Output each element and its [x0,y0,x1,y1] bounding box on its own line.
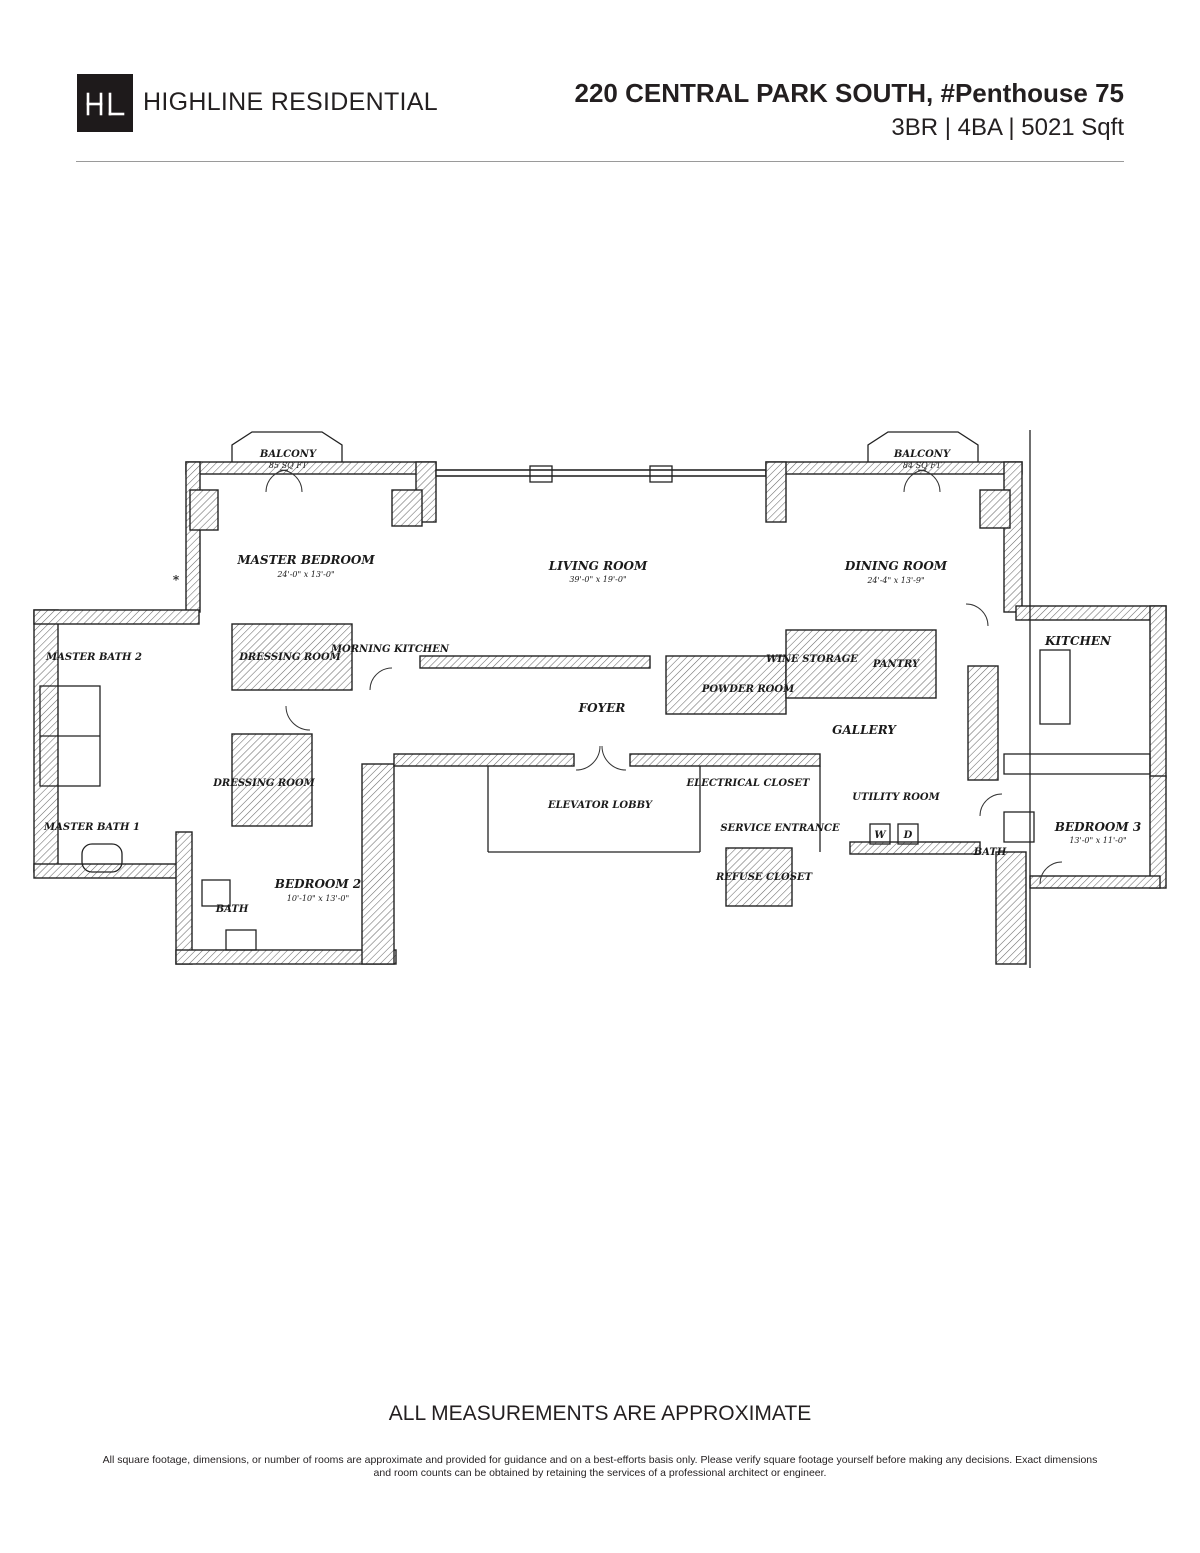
label-balcony-east-area: 84 SQ FT [903,461,942,470]
label-bedroom-2-dim: 10'-10" x 13'-0" [287,894,349,903]
label-dryer: D [903,830,913,841]
label-balcony-west: BALCONY [259,449,317,460]
label-asterisk: * [173,573,180,587]
label-foyer: FOYER [578,701,626,715]
label-elevator-lobby: ELEVATOR LOBBY [547,800,653,811]
exterior-walls [33,461,1167,965]
label-living-room-dim: 39'-0" x 19'-0" [569,575,626,584]
label-morning-kitchen: MORNING KITCHEN [330,644,450,655]
label-washer: W [874,830,887,841]
listing-address: 220 CENTRAL PARK SOUTH, #Penthouse 75 [574,78,1125,108]
label-living-room: LIVING ROOM [548,559,648,573]
door-swings [265,469,1063,885]
room-labels: BALCONY 85 SQ FT BALCONY 84 SQ FT MASTER… [43,449,1141,915]
brand-logo [77,74,133,132]
label-bath-2: BATH [215,904,249,915]
label-balcony-west-area: 85 SQ FT [269,461,308,470]
disclaimer-text: All square footage, dimensions, or numbe… [102,1454,1098,1479]
label-refuse-closet: REFUSE CLOSET [715,872,814,883]
measurements-note: ALL MEASUREMENTS ARE APPROXIMATE [388,1402,812,1425]
label-dressing-room-2: DRESSING ROOM [212,778,315,789]
label-master-bath-1: MASTER BATH 1 [43,822,140,833]
label-bedroom-3-dim: 13'-0" x 11'-0" [1069,836,1126,845]
label-gallery: GALLERY [832,723,897,737]
label-kitchen: KITCHEN [1044,634,1112,648]
label-dining-room: DINING ROOM [844,559,948,573]
label-master-bedroom: MASTER BEDROOM [236,553,375,567]
label-service-entrance: SERVICE ENTRANCE [720,823,840,834]
label-utility-room: UTILITY ROOM [852,792,940,803]
label-master-bath-2: MASTER BATH 2 [45,652,142,663]
label-dressing-room-1: DRESSING ROOM [238,652,341,663]
label-bath-3: BATH [973,847,1007,858]
label-powder-room: POWDER ROOM [701,684,795,695]
hl-logo-icon [86,92,125,116]
label-master-bedroom-dim: 24'-0" x 13'-0" [276,570,334,579]
label-bedroom-2: BEDROOM 2 [274,877,361,891]
label-balcony-east: BALCONY [893,449,951,460]
listing-specs: 3BR | 4BA | 5021 Sqft [891,114,1124,141]
header-divider [76,161,1124,162]
label-wine-storage: WINE STORAGE [766,654,858,665]
label-dining-room-dim: 24'-4" x 13'-9" [866,576,924,585]
label-bedroom-3: BEDROOM 3 [1054,820,1141,834]
brand-name: HIGHLINE RESIDENTIAL [143,88,438,116]
interior-outlines [39,430,1151,968]
label-electrical-closet: ELECTRICAL CLOSET [686,778,811,789]
label-pantry: PANTRY [872,659,920,670]
